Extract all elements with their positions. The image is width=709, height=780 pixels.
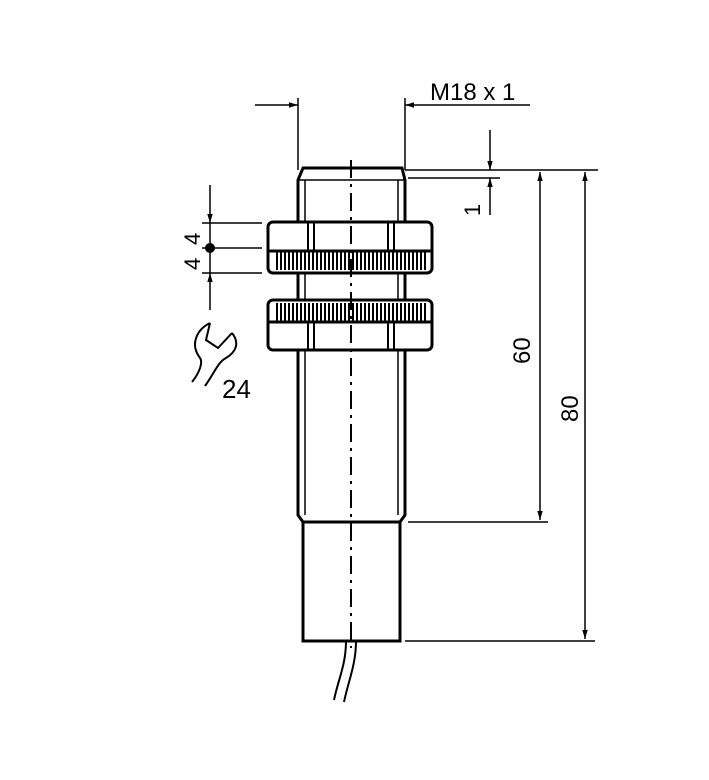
wrench-icon [191,322,238,387]
nut-half-b-label: 4 [180,258,205,270]
nut-half-a-label: 4 [180,233,205,245]
nut-dimension-dot [205,243,215,253]
cable [333,640,357,703]
thread-length-label: 60 [509,337,536,364]
thread-dimension [255,98,530,170]
thread-label: M18 x 1 [430,79,515,106]
total-length-dimension [405,172,595,642]
total-length-label: 80 [557,395,584,422]
wrench-size-label: 24 [222,374,251,404]
offset-dimension [405,130,598,215]
offset-label: 1 [460,204,485,216]
thread-length-dimension [408,172,548,523]
